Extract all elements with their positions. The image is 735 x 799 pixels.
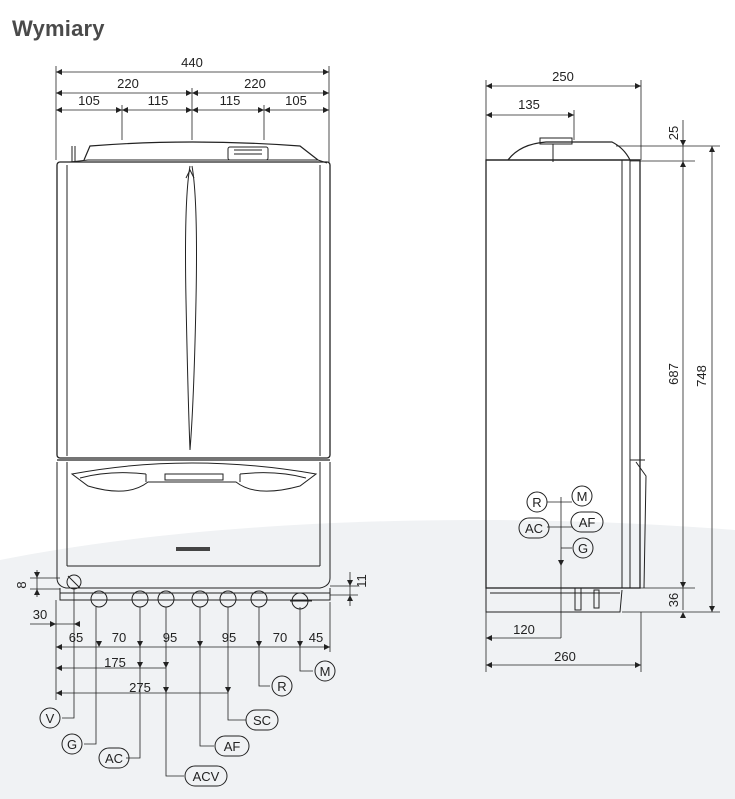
side-label-ac: AC <box>525 521 543 536</box>
dim-36: 36 <box>666 593 681 607</box>
dim-30: 30 <box>33 607 47 622</box>
dim-687: 687 <box>666 363 681 385</box>
front-connection-labels <box>39 660 336 787</box>
dim-70-a: 70 <box>112 630 126 645</box>
page-title: Wymiary <box>12 16 105 41</box>
side-label-r: R <box>532 495 541 510</box>
label-m: M <box>320 664 331 679</box>
label-g: G <box>67 737 77 752</box>
side-dimensions <box>485 80 720 672</box>
dim-70-b: 70 <box>273 630 287 645</box>
dim-11: 11 <box>354 574 369 588</box>
dim-95-a: 95 <box>163 630 177 645</box>
front-bottom-dimensions <box>55 589 331 777</box>
dim-105-left: 105 <box>78 93 100 108</box>
front-view-boiler <box>56 141 331 610</box>
dim-260: 260 <box>554 649 576 664</box>
dim-175: 175 <box>104 655 126 670</box>
label-acv: ACV <box>193 769 220 784</box>
front-top-dimensions <box>55 66 330 162</box>
front-side-dimensions <box>30 570 358 627</box>
dim-115-left: 115 <box>148 93 169 108</box>
side-view-boiler <box>485 137 647 613</box>
dim-748: 748 <box>694 365 709 387</box>
dim-250: 250 <box>552 69 574 84</box>
dim-115-right: 115 <box>220 93 241 108</box>
dim-135: 135 <box>518 97 540 112</box>
label-r: R <box>277 679 286 694</box>
dim-105-right: 105 <box>285 93 307 108</box>
dim-65: 65 <box>69 630 83 645</box>
side-connection-labels <box>518 485 604 559</box>
dim-120: 120 <box>513 622 535 637</box>
label-af: AF <box>224 739 241 754</box>
side-label-g: G <box>578 541 588 556</box>
dim-440: 440 <box>181 55 203 70</box>
side-label-af: AF <box>579 515 596 530</box>
dim-25: 25 <box>666 126 681 140</box>
dim-8: 8 <box>14 581 29 588</box>
side-label-m: M <box>577 489 588 504</box>
dim-45: 45 <box>309 630 323 645</box>
dim-220-right: 220 <box>244 76 266 91</box>
dim-95-b: 95 <box>222 630 236 645</box>
label-ac: AC <box>105 751 123 766</box>
dim-275: 275 <box>129 680 151 695</box>
label-sc: SC <box>253 713 271 728</box>
label-v: V <box>46 711 55 726</box>
dim-220-left: 220 <box>117 76 139 91</box>
